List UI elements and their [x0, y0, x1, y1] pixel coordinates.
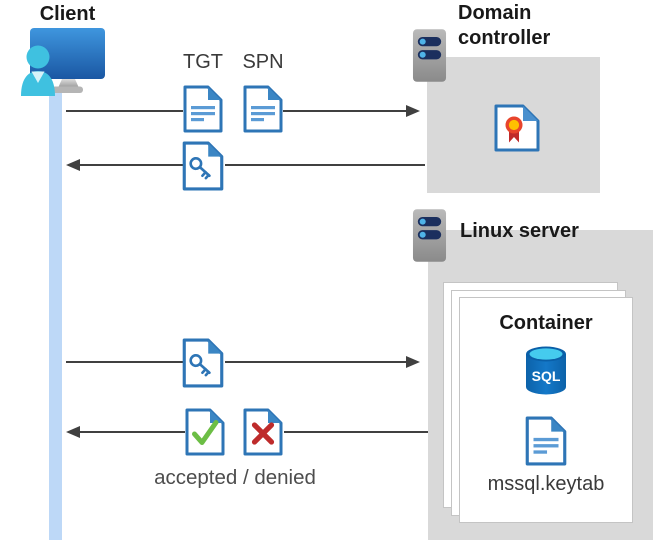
certificate-icon [494, 104, 540, 152]
spn-document-icon [243, 85, 283, 133]
message-line [66, 361, 183, 363]
client-label: Client [39, 3, 96, 25]
client-workstation-icon [21, 28, 105, 96]
keytab-file-label: mssql.keytab [487, 473, 605, 495]
accepted-document-icon [184, 408, 226, 456]
spn-label: SPN [242, 51, 284, 73]
domain-controller-server-icon [412, 28, 447, 83]
message-line [225, 164, 425, 166]
arrowhead-left-icon [66, 158, 80, 171]
arrowhead-right-icon [406, 104, 420, 117]
container-card-front [459, 297, 633, 523]
ticket-key-document-icon [182, 338, 224, 388]
arrowhead-right-icon [406, 355, 420, 368]
arrowhead-left-icon [66, 425, 80, 438]
container-title: Container [499, 312, 593, 334]
ticket-key-document-icon [182, 141, 224, 191]
client-lifeline [49, 90, 62, 540]
message-line [283, 110, 407, 112]
sql-badge-text: SQL [532, 368, 561, 384]
message-line [79, 164, 183, 166]
tgt-document-icon [183, 85, 223, 133]
client-person-icon [21, 45, 55, 96]
message-line [225, 361, 407, 363]
domain-controller-title: Domain controller [458, 2, 551, 49]
accepted-denied-label: accepted / denied [154, 466, 316, 489]
message-line [284, 431, 428, 433]
linux-server-icon [412, 208, 447, 263]
message-line [79, 431, 185, 433]
message-line [66, 110, 183, 112]
linux-server-title: Linux server [460, 220, 579, 242]
sql-database-icon: SQL [526, 346, 566, 395]
keytab-document-icon [525, 416, 567, 466]
tgt-label: TGT [183, 51, 223, 73]
denied-document-icon [242, 408, 284, 456]
